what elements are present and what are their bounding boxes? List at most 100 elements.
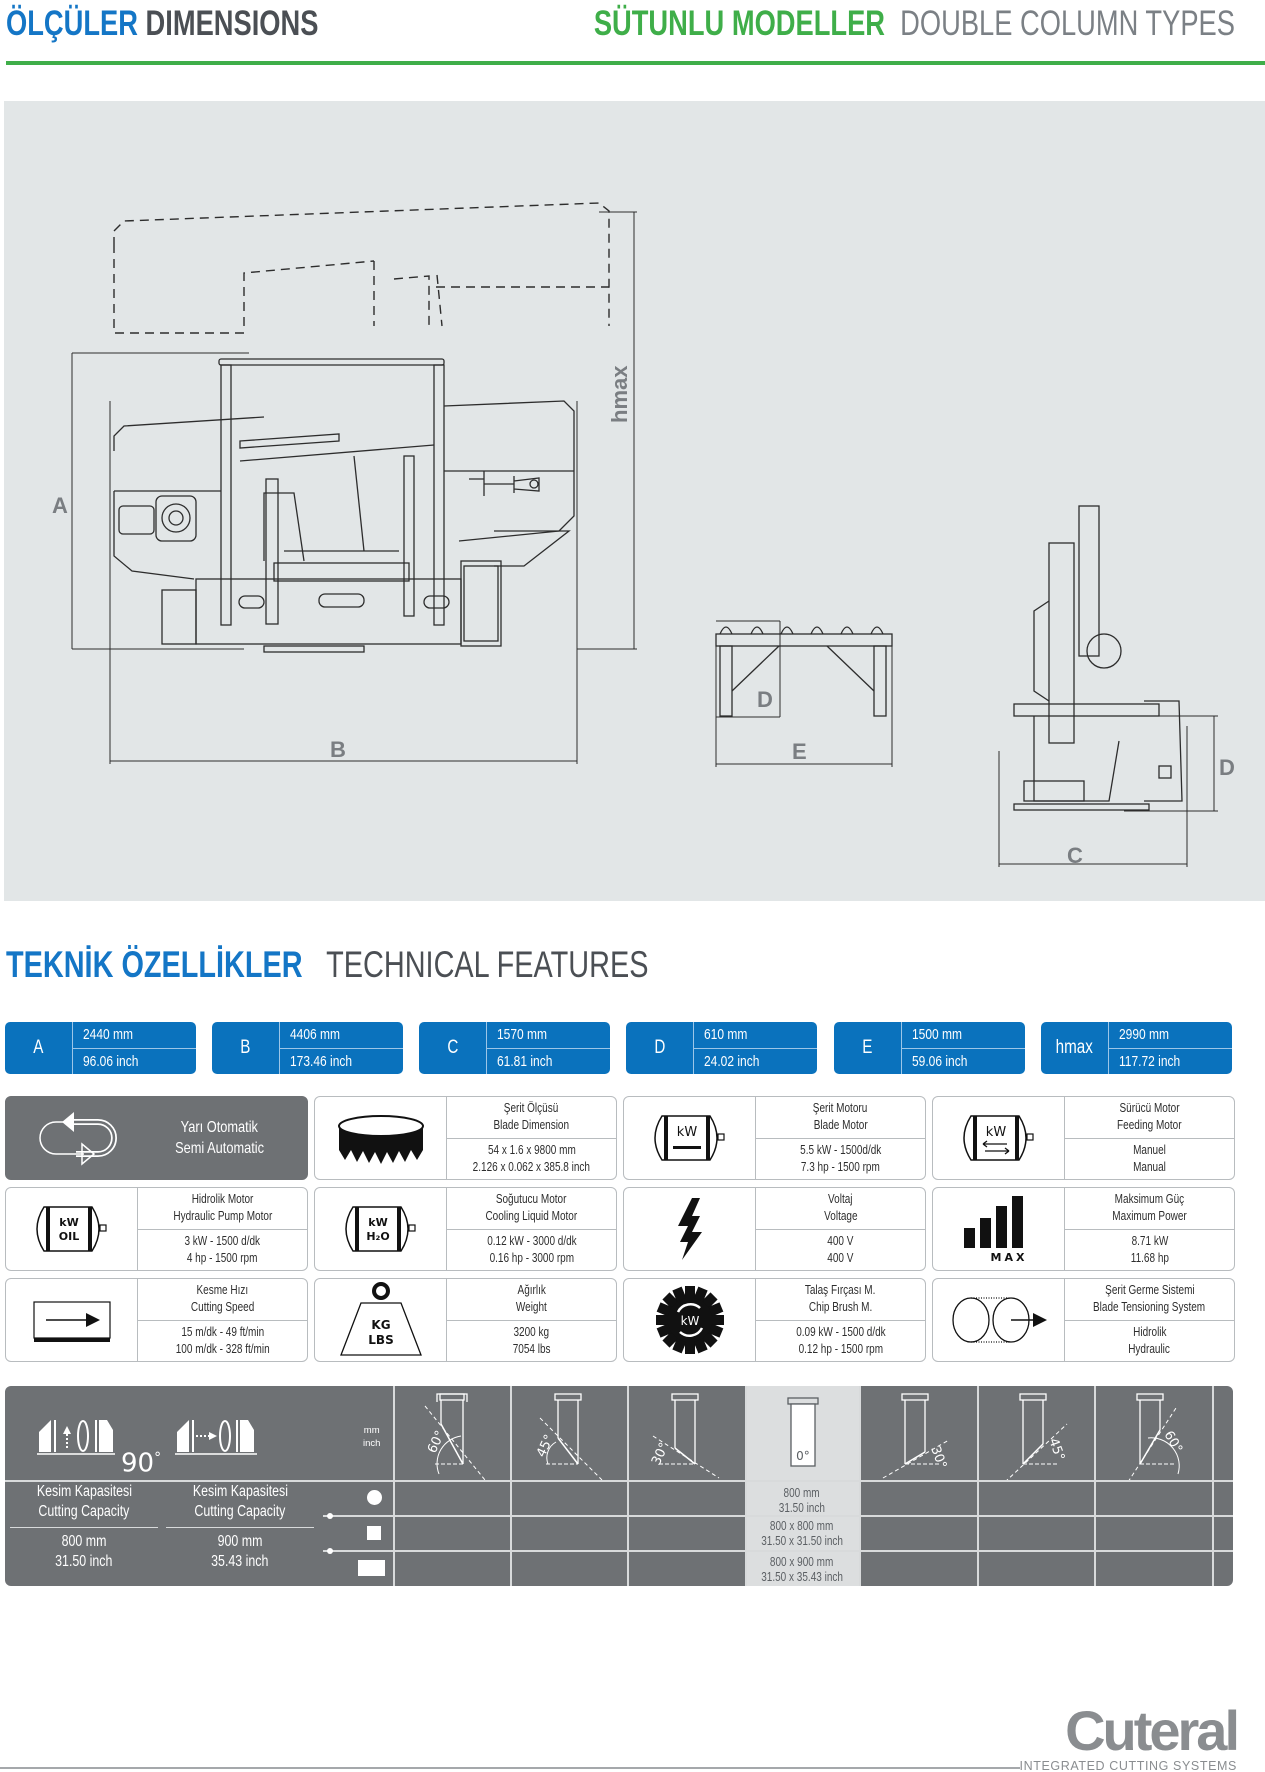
feature-value-2: 400 V [827,1250,854,1265]
feature-title-tr: Şerit Germe Sistemi [1104,1283,1195,1298]
chip-brush-gear-icon: kW [624,1279,756,1361]
feature-value-1: 8.71 kW [1131,1233,1168,1248]
angle-left-30-diagram: 30° [649,1393,720,1479]
feature-title-tr: Şerit Ölçüsü [504,1101,559,1116]
chip-label: E [862,1037,873,1058]
chip-mm: 1500 mm [912,1026,963,1044]
feature-title-tr: Voltaj [828,1192,853,1207]
icon-kw-text: kW [59,1216,78,1229]
feeding-motor-icon: kW [933,1097,1065,1179]
angle-zero-diagram: 0° [787,1397,819,1467]
brand-logo: Cuteral INTEGRATED CUTTING SYSTEMS [1019,1699,1240,1772]
feature-value-1: 3200 kg [513,1324,550,1339]
cycle-arrows-icon [6,1108,156,1168]
feature-card-chip-brush: kW Talaş Fırçası M. Chip Brush M. 0.09 kW… [623,1278,926,1362]
chip-label: A [33,1037,44,1058]
chip-inch: 59.06 inch [912,1052,968,1070]
horizontal-capacity-title: Kesim Kapasitesi Cutting Capacity [192,1483,288,1520]
rectangle-profile-icon [358,1560,385,1576]
mode-en: Semi Automatic [175,1140,265,1157]
angle-label: 30° [927,1444,949,1471]
model-type-en: DOUBLE COLUMN TYPES [900,4,1235,43]
feature-title-en: Feeding Motor [1117,1118,1182,1133]
icon-max-text: MAX [990,1251,1027,1264]
feature-value-1: Hidrolik [1132,1324,1167,1339]
feature-title-en: Hydraulic Pump Motor [173,1209,272,1224]
icon-h2o-text: H₂O [366,1230,389,1243]
angle-label: 45° [1045,1436,1067,1463]
feature-value-1: 5.5 kW - 1500d/dk [799,1142,882,1157]
feature-value-2: 7.3 hp - 1500 rpm [801,1159,880,1174]
dimensions-heading-en: DIMENSIONS [145,4,319,43]
side-view [998,505,1218,867]
chip-mm: 4406 mm [290,1026,341,1044]
cutting-capacity-table: 90° mm inch Kesim Kapasitesi Cutting Cap… [5,1386,1233,1586]
model-type-heading: SÜTUNLU MODELLER DOUBLE COLUMN TYPES [594,4,1235,44]
machine-drawing: A B hmax D E [52,202,1235,868]
chip-inch: 96.06 inch [83,1052,139,1070]
feature-value-1: 0.09 kW - 1500 d/dk [795,1324,886,1339]
icon-kw-text: kW [680,1314,699,1328]
feature-title-tr: Kesme Hızı [196,1283,249,1298]
hydraulic-motor-icon: kW OIL [6,1188,138,1270]
feature-value-1: Manuel [1133,1142,1166,1157]
vertical-capacity-title: Kesim Kapasitesi Cutting Capacity [36,1483,132,1520]
chip-mm: 610 mm [704,1026,748,1044]
units-legend: mm inch [363,1424,380,1450]
chip-label: D [653,1037,665,1058]
zero-square-capacity: 800 x 800 mm 31.50 x 31.50 inch [761,1519,843,1548]
angle-left-45-diagram: 45° [534,1393,603,1480]
vertical-vise-icon [37,1420,115,1455]
feature-value-1: 400 V [827,1233,854,1248]
feature-value-2: 7054 lbs [512,1341,551,1356]
icon-kg-text: KG [371,1318,390,1332]
model-type-tr: SÜTUNLU MODELLER [593,4,886,43]
chip-mm: 2990 mm [1119,1026,1170,1044]
brand-tagline: INTEGRATED CUTTING SYSTEMS [1019,1759,1237,1772]
dimension-chip-d: D 610 mm 24.02 inch [626,1022,817,1074]
label-hmax: hmax [607,365,632,423]
feature-title-tr: Şerit Motoru [813,1101,868,1116]
chip-mm: 1570 mm [497,1026,548,1044]
feature-value-2: 11.68 hp [1130,1250,1169,1265]
chip-inch: 173.46 inch [290,1052,353,1070]
label-e: E [792,739,807,764]
chip-label: B [240,1037,251,1058]
angle-label: 60° [1161,1429,1186,1456]
rollers [719,626,884,635]
feature-title-tr: Talaş Fırçası M. [805,1283,876,1298]
feature-value-2: 0.12 hp - 1500 rpm [798,1341,883,1356]
page-header: ÖLÇÜLER DIMENSIONS SÜTUNLU MODELLER DOUB… [6,4,1265,54]
feature-title-en: Chip Brush M. [808,1300,873,1315]
chip-label: hmax [1055,1037,1094,1058]
feature-title-tr: Maksimum Güç [1114,1192,1185,1207]
chip-inch: 24.02 inch [704,1052,760,1070]
feature-title-tr: Ağırlık [517,1283,546,1298]
round-profile-icon [367,1490,382,1505]
label-c: C [1067,843,1083,868]
technical-features-heading: TEKNİK ÖZELLİKLER TECHNICAL FEATURES [6,944,648,986]
brand-name: Cuteral [1065,1699,1240,1762]
max-power-bars-icon: MAX [933,1188,1065,1270]
feature-title-en: Cutting Speed [190,1300,255,1315]
icon-kw-text: kW [368,1216,387,1229]
units-mm: mm [363,1425,380,1436]
feature-value-1: 15 m/dk - 49 ft/min [181,1324,264,1339]
angle-90-label: 90° [121,1448,162,1479]
lightning-icon [624,1188,756,1270]
raised-bow-outline [113,202,610,334]
feature-title-en: Blade Motor [813,1118,868,1133]
zero-rect-capacity: 800 x 900 mm 31.50 x 35.43 inch [761,1555,843,1584]
feature-title-tr: Sürücü Motor [1119,1101,1180,1116]
zero-round-capacity: 800 mm 31.50 inch [778,1486,826,1515]
feature-title-en: Weight [516,1300,547,1315]
angle-label: 0° [796,1449,810,1463]
technical-features-en: TECHNICAL FEATURES [326,944,649,985]
